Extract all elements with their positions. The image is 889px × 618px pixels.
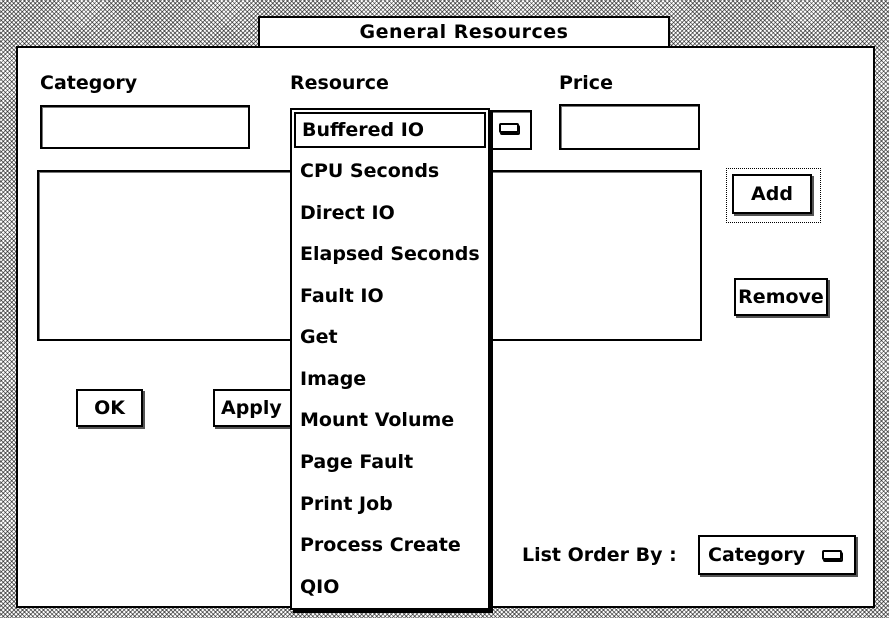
add-button[interactable]: Add [732,174,812,214]
list-order-value: Category [708,544,806,566]
menu-item-page-fault[interactable]: Page Fault [300,451,414,473]
category-input[interactable] [40,105,250,149]
price-label: Price [559,72,613,94]
price-input[interactable] [559,104,700,150]
menu-item-mount-volume[interactable]: Mount Volume [300,409,455,431]
menu-item-process-create[interactable]: Process Create [300,534,461,556]
add-button-focus-ring [726,168,821,223]
list-order-select[interactable]: Category [698,535,856,575]
list-order-label: List Order By : [522,544,677,566]
resource-label: Resource [290,72,389,94]
option-menu-icon [822,550,842,560]
category-label: Category [40,72,138,94]
menu-item-direct-io[interactable]: Direct IO [300,202,395,224]
resource-selected-value[interactable]: Buffered IO [294,112,486,148]
menu-item-cpu-seconds[interactable]: CPU Seconds [300,160,440,182]
menu-item-get[interactable]: Get [300,326,338,348]
resource-dropdown-menu[interactable]: Buffered IO CPU Seconds Direct IO Elapse… [290,108,490,610]
menu-item-image[interactable]: Image [300,368,367,390]
menu-item-elapsed-seconds[interactable]: Elapsed Seconds [300,243,480,265]
menu-item-qio[interactable]: QIO [300,576,340,598]
resource-option-button[interactable] [488,110,532,150]
option-menu-icon [499,123,519,133]
remove-button[interactable]: Remove [734,278,828,316]
ok-button[interactable]: OK [76,389,143,427]
menu-item-print-job[interactable]: Print Job [300,493,393,515]
menu-item-fault-io[interactable]: Fault IO [300,285,384,307]
window-title: General Resources [258,16,670,48]
